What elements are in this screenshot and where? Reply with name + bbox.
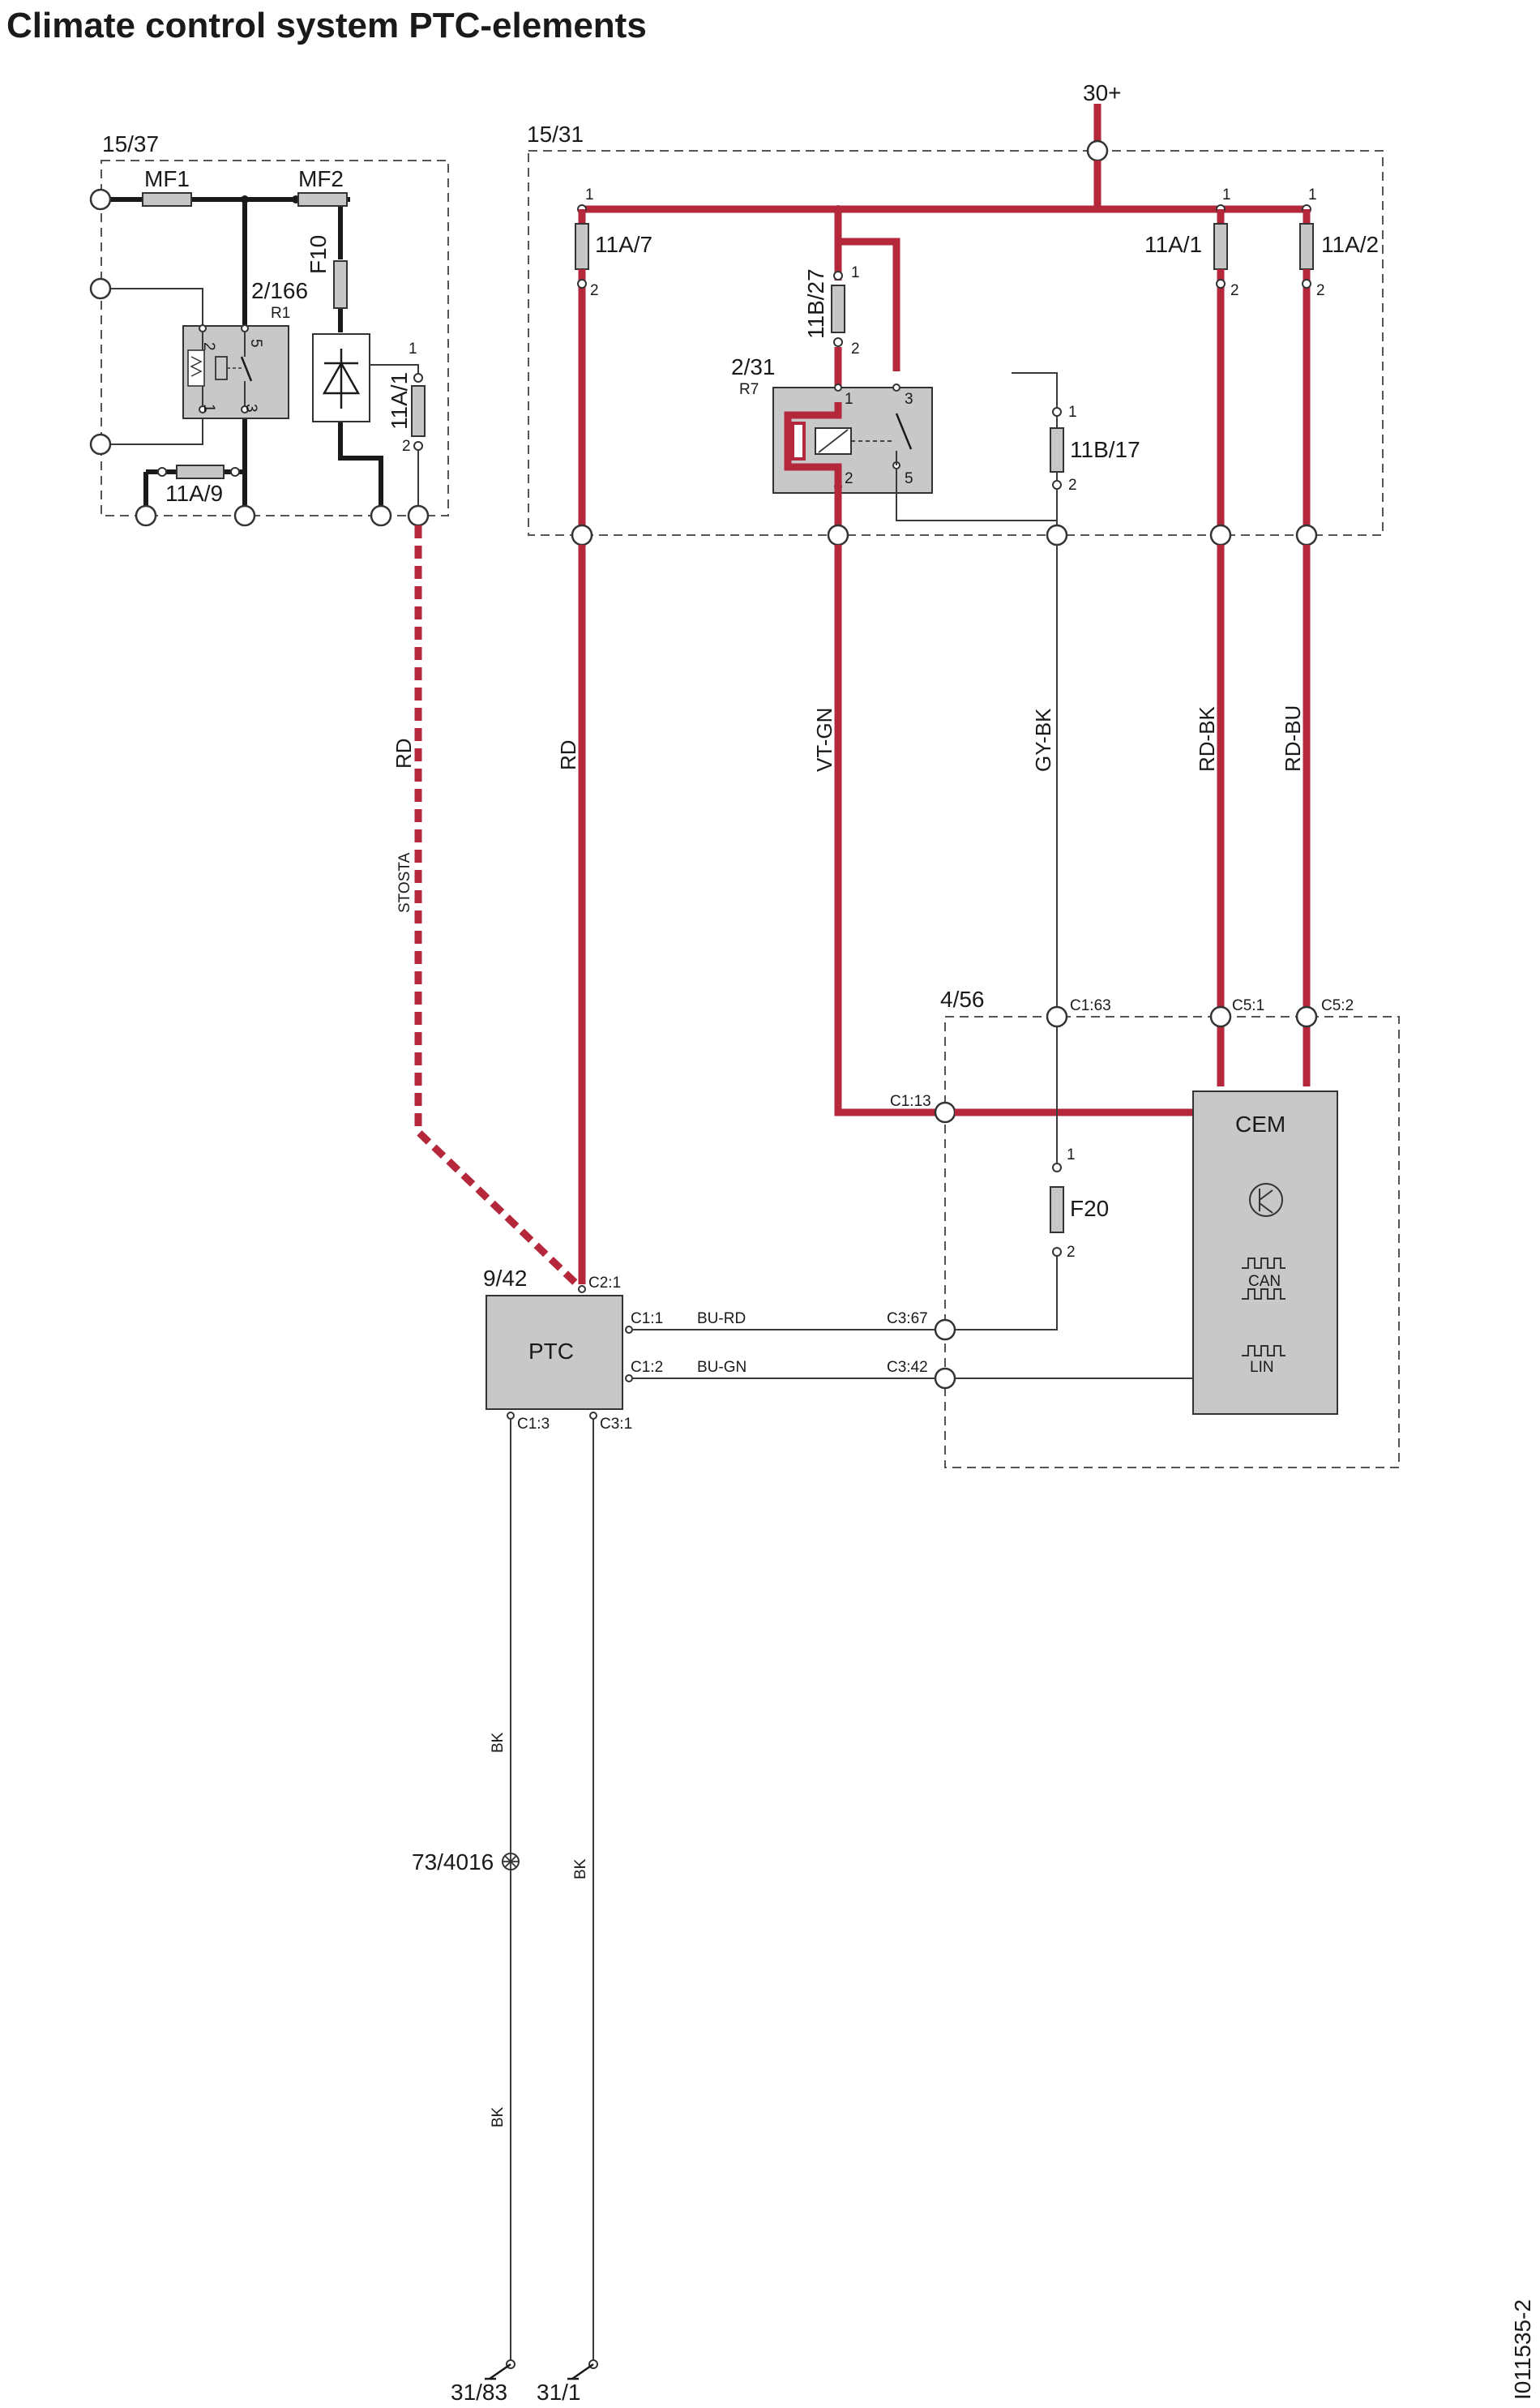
- wire-bu-rd-label: BU-RD: [697, 1310, 746, 1327]
- cem-lin-label: LIN: [1250, 1359, 1274, 1376]
- fuse-11b17-pin2: 2: [1068, 477, 1077, 494]
- fuse-11a2-label: 11A/2: [1321, 232, 1379, 257]
- fuse-11a9-label: 11A/9: [165, 481, 223, 506]
- fuse-mf1: [142, 192, 192, 207]
- relay-r7-pin-2: 2: [845, 470, 853, 487]
- ground-31-83-label: 31/83: [451, 2380, 507, 2405]
- fuse-f20-pin1: 1: [1067, 1146, 1076, 1163]
- ptc-id: 9/42: [483, 1266, 528, 1291]
- bus-pin-1-c: 1: [1308, 186, 1317, 204]
- fuse-mf2: [297, 192, 348, 207]
- conn-c1-3: C1:3: [517, 1416, 550, 1433]
- conn-c5-1: C5:1: [1232, 997, 1264, 1014]
- relay-r1-id: 2/166: [251, 278, 308, 303]
- fuse-11b27-label: 11B/27: [803, 268, 828, 339]
- fuse-f20-label: F20: [1070, 1196, 1109, 1221]
- fuse-11a1-left-pin1: 1: [409, 341, 417, 358]
- fuse-mf1-label: MF1: [144, 166, 190, 191]
- wire-rd-stosta: [414, 525, 584, 1291]
- fuse-f20: [1050, 1186, 1064, 1233]
- cem-can-label: CAN: [1248, 1273, 1281, 1290]
- fuse-11a1-left-pin2: 2: [402, 438, 411, 455]
- wire-bk-label-3: BK: [490, 2106, 507, 2127]
- image-id: I011535-2: [1510, 2299, 1535, 2400]
- fuse-11a7-label: 11A/7: [595, 232, 652, 257]
- fuse-11a2-pin2: 2: [1316, 282, 1325, 299]
- wire-bk-label-1: BK: [490, 1732, 507, 1753]
- ground-31-83-icon: [485, 2359, 515, 2380]
- fuse-f10: [333, 260, 348, 309]
- wire-vt-gn-label: VT-GN: [812, 708, 836, 772]
- fuse-11a1-left: [411, 385, 426, 437]
- fuse-mf2-label: MF2: [298, 166, 344, 191]
- conn-c3-42: C3:42: [887, 1359, 928, 1376]
- relay-r7-pin-1: 1: [845, 391, 853, 408]
- relay-r7-name: R7: [739, 381, 759, 398]
- wire-rd-bu-label: RD-BU: [1281, 705, 1305, 772]
- splice-label: 73/4016: [412, 1849, 494, 1875]
- relay-r1-pin-5: 5: [247, 339, 264, 348]
- conn-c1-1: C1:1: [631, 1310, 663, 1327]
- ptc-label: PTC: [528, 1339, 574, 1364]
- wire-rd-label: RD: [556, 739, 580, 770]
- wire-stosta-label: STOSTA: [396, 852, 413, 913]
- fuse-f20-pin2: 2: [1067, 1244, 1076, 1261]
- box-15-37: 15/37 MF1 MF2 F10: [89, 131, 449, 527]
- box-15-31: 15/31 30+ 1 1 1 2 11A/7 1 2 11B/27 2/31 …: [527, 80, 1384, 546]
- fuse-11a1-pin2: 2: [1230, 282, 1239, 299]
- cem-label: CEM: [1235, 1112, 1285, 1137]
- fuse-11a1-left-label: 11A/1: [387, 372, 412, 430]
- fuse-11a1-label: 11A/1: [1144, 232, 1202, 257]
- wire-bk-label-2: BK: [572, 1858, 589, 1879]
- relay-r1-pin-3: 3: [242, 404, 259, 413]
- conn-c1-2: C1:2: [631, 1359, 663, 1376]
- fuse-11a9: [176, 465, 225, 479]
- cem-module: [1192, 1090, 1338, 1415]
- fuse-11a7-pin2: 2: [590, 282, 599, 299]
- conn-c2-1: C2:1: [588, 1275, 621, 1292]
- fuse-f10-label: F10: [306, 235, 331, 274]
- fuse-11a1: [1213, 223, 1228, 270]
- bus-pin-1-a: 1: [585, 186, 594, 204]
- relay-r7-pin-3: 3: [905, 391, 913, 408]
- conn-c3-1: C3:1: [600, 1416, 632, 1433]
- fuse-11b17: [1050, 427, 1064, 473]
- conn-c1-13: C1:13: [890, 1093, 931, 1110]
- fuse-11b27: [831, 285, 845, 333]
- wire-rd-left-label: RD: [391, 738, 416, 769]
- fuse-11a7: [575, 223, 589, 270]
- relay-r7-pin-5: 5: [905, 470, 913, 487]
- bus-pin-1-b: 1: [1222, 186, 1231, 204]
- conn-c1-63: C1:63: [1070, 997, 1111, 1014]
- splice-icon: [502, 1853, 520, 1870]
- box-15-37-label: 15/37: [102, 131, 159, 156]
- diagram-title: Climate control system PTC-elements: [6, 6, 647, 45]
- relay-r1-pin-2: 2: [200, 342, 217, 351]
- wire-bu-gn-label: BU-GN: [697, 1359, 746, 1376]
- fuse-11b27-pin1: 1: [851, 264, 860, 281]
- relay-r1-pin-1: 1: [200, 404, 217, 413]
- ptc-module-group: 9/42 PTC C2:1 C1:1 C1:2 BU-RD BU-GN C1:3…: [483, 1266, 935, 1433]
- supply-30-label: 30+: [1083, 80, 1122, 105]
- relay-r1-name: R1: [271, 305, 290, 322]
- box-4-56: 4/56 C1:63 C5:1 C5:2 C1:13 1 2 F20 CEM C…: [887, 987, 1400, 1468]
- wire-gy-bk-label: GY-BK: [1031, 708, 1055, 772]
- relay-r7-id: 2/31: [731, 354, 776, 379]
- conn-c3-67: C3:67: [887, 1310, 928, 1327]
- fuse-11b27-pin2: 2: [851, 341, 860, 358]
- box-15-31-label: 15/31: [527, 122, 584, 147]
- wire-rd-bk-label: RD-BK: [1195, 705, 1219, 772]
- ptc-module: [486, 1295, 623, 1410]
- wire-vt-gn: [834, 545, 945, 1116]
- ground-31-1-label: 31/1: [537, 2380, 581, 2405]
- fuse-11b17-label: 11B/17: [1070, 437, 1140, 462]
- fuse-11a2: [1299, 223, 1314, 270]
- fuse-11b17-pin1: 1: [1068, 404, 1077, 421]
- ground-31-1-icon: [567, 2359, 598, 2380]
- box-4-56-label: 4/56: [940, 987, 985, 1012]
- conn-c5-2: C5:2: [1321, 997, 1354, 1014]
